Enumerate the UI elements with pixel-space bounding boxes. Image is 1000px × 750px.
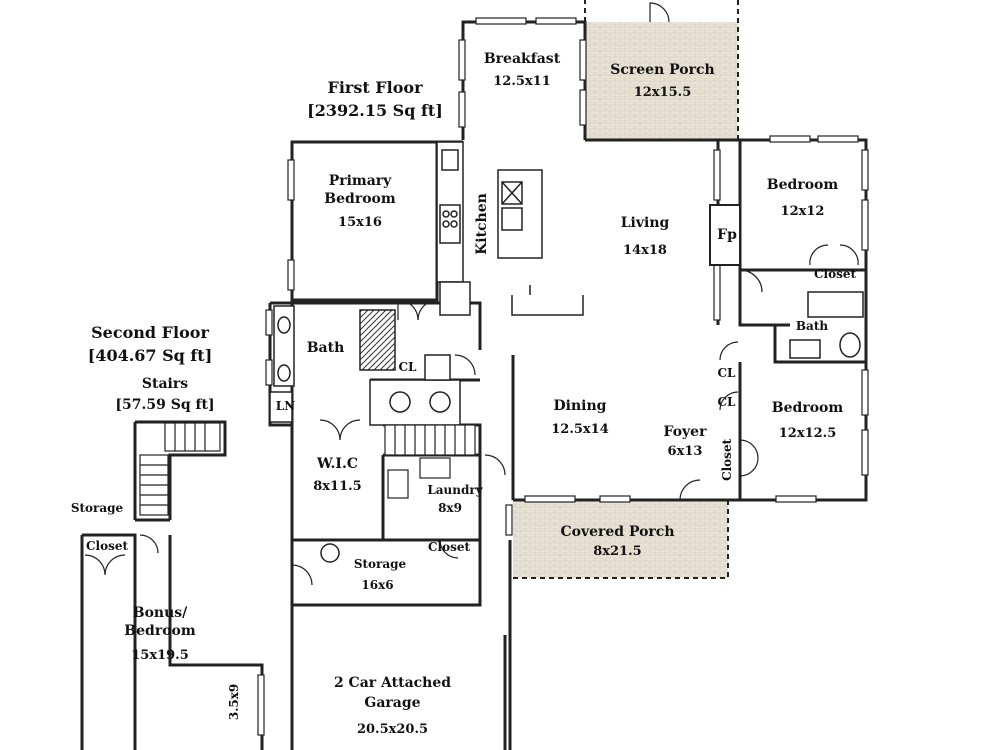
upper-storage-label: Storage xyxy=(70,501,124,515)
breakfast-size: 12.5x11 xyxy=(493,74,551,89)
screen-porch-size: 12x15.5 xyxy=(633,85,692,100)
bedroom-se-size: 12x12.5 xyxy=(778,426,837,441)
laundry-size: 8x9 xyxy=(438,501,462,515)
wic-size: 8x11.5 xyxy=(313,479,362,494)
first-floor-title: First Floor xyxy=(327,78,423,97)
dining-label: Dining xyxy=(553,398,607,414)
first-floor-walls xyxy=(268,20,868,750)
primary-bedroom-size: 15x16 xyxy=(338,215,382,230)
foyer-closet-2-label: CL xyxy=(717,395,736,409)
primary-bedroom-label-1: Primary xyxy=(328,173,392,189)
closet-ne-label: Closet xyxy=(813,267,857,281)
bedroom-se-label: Bedroom xyxy=(771,400,844,416)
foyer-label: Foyer xyxy=(663,424,707,440)
bedroom-ne-size: 12x12 xyxy=(780,204,825,219)
covered-porch-size: 8x21.5 xyxy=(593,544,642,559)
covered-porch-area xyxy=(513,500,728,578)
bedroom-ne-label: Bedroom xyxy=(766,177,839,193)
foyer-closet-1-label: CL xyxy=(717,366,736,380)
bonus-size: 15x19.5 xyxy=(131,648,189,663)
storage-label: Storage xyxy=(353,557,407,571)
upper-closet-label: Closet xyxy=(85,539,129,553)
stairs-title: Stairs xyxy=(141,376,189,392)
screen-porch-area xyxy=(585,22,738,140)
foyer-closet-label: Closet xyxy=(720,438,735,481)
living-size: 14x18 xyxy=(623,243,667,258)
wic-label: W.I.C xyxy=(317,456,358,472)
garage-label-2: Garage xyxy=(364,695,421,711)
first-floor-area: [2392.15 Sq ft] xyxy=(307,101,443,120)
fireplace-label: Fp xyxy=(717,227,737,243)
screen-porch-label: Screen Porch xyxy=(610,62,715,78)
garage-label-1: 2 Car Attached xyxy=(333,675,452,691)
foyer-size: 6x13 xyxy=(667,444,703,459)
dining-size: 12.5x14 xyxy=(551,422,609,437)
bonus-label-2: Bedroom xyxy=(124,623,196,639)
living-label: Living xyxy=(620,215,670,231)
breakfast-label: Breakfast xyxy=(483,51,561,67)
second-floor-title: Second Floor xyxy=(91,323,209,342)
primary-bath-label: Bath xyxy=(306,340,345,356)
kitchen-label: Kitchen xyxy=(473,193,490,255)
linen-closet-label: LN xyxy=(275,399,296,413)
laundry-label: Laundry xyxy=(427,483,483,497)
side-nook-size: 3.5x9 xyxy=(227,683,242,721)
laundry-closet-label: Closet xyxy=(427,540,471,554)
bonus-label-1: Bonus/ xyxy=(132,605,188,621)
fireplace xyxy=(709,204,741,266)
stairs-area: [57.59 Sq ft] xyxy=(115,397,215,413)
bath-east-label: Bath xyxy=(795,319,829,333)
primary-bedroom-label-2: Bedroom xyxy=(324,191,396,207)
garage-size: 20.5x20.5 xyxy=(356,722,429,737)
storage-size: 16x6 xyxy=(361,578,394,592)
second-floor-area: [404.67 Sq ft] xyxy=(87,346,213,365)
covered-porch-label: Covered Porch xyxy=(560,524,675,540)
bath-closet-label: CL xyxy=(398,360,417,374)
